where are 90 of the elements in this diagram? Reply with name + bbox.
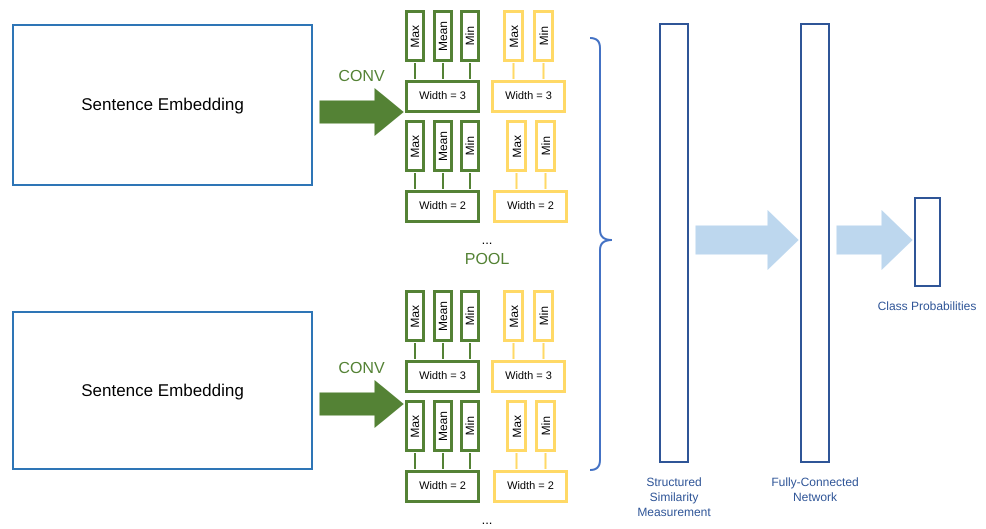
- pooling-label: Max: [510, 134, 522, 158]
- pooling-box: [506, 120, 527, 172]
- connector-line: [469, 343, 471, 359]
- pooling-label: Min: [464, 136, 476, 156]
- connector-line: [414, 173, 416, 189]
- width-box: [405, 80, 480, 113]
- pooling-box: [433, 10, 453, 62]
- pooling-box: [460, 400, 480, 452]
- box-label: Sentence Embedding: [81, 94, 244, 116]
- width-box: [493, 470, 568, 503]
- connector-line: [469, 63, 471, 79]
- pooling-label: Max: [409, 414, 421, 438]
- width-label: Width = 2: [507, 479, 554, 494]
- width-box: [405, 470, 480, 503]
- width-label: Width = 2: [419, 199, 466, 214]
- pooling-box: [503, 10, 524, 62]
- connector-line: [469, 453, 471, 469]
- connector-line: [512, 343, 514, 359]
- width-label: Width = 3: [505, 369, 552, 384]
- width-label: Width = 3: [419, 369, 466, 384]
- pooling-box: [433, 400, 453, 452]
- pooling-box: [535, 120, 556, 172]
- ellipsis-text: ...: [480, 231, 494, 249]
- pooling-label: Min: [540, 136, 552, 156]
- pooling-label: Mean: [437, 300, 449, 332]
- pooling-box: [460, 120, 480, 172]
- pooling-box: [433, 290, 453, 342]
- connector-line: [544, 173, 546, 189]
- connector-line: [442, 453, 444, 469]
- pooling-box: [533, 290, 554, 342]
- pooling-box: [503, 290, 524, 342]
- pooling-label: Max: [409, 24, 421, 48]
- pooling-box: [405, 10, 425, 62]
- embedding-box: [12, 24, 313, 186]
- pooling-box: [433, 120, 453, 172]
- connector-line: [469, 173, 471, 189]
- stage-label: POOL: [464, 250, 510, 270]
- pooling-label: Max: [409, 134, 421, 158]
- width-box: [491, 80, 566, 113]
- connector-line: [512, 63, 514, 79]
- width-label: Width = 3: [419, 89, 466, 104]
- connector-line: [414, 63, 416, 79]
- connector-line: [544, 453, 546, 469]
- width-box: [491, 360, 566, 393]
- connector-line: [542, 63, 544, 79]
- connector-line: [516, 173, 518, 189]
- pooling-box: [405, 400, 425, 452]
- box-label: Sentence Embedding: [81, 380, 244, 402]
- pooling-box: [506, 400, 527, 452]
- pooling-box: [460, 290, 480, 342]
- pooling-label: Min: [464, 26, 476, 46]
- pooling-box: [405, 120, 425, 172]
- block-arrow: [836, 210, 913, 270]
- connector-line: [542, 343, 544, 359]
- pooling-label: Max: [510, 414, 522, 438]
- layer-label: Fully-Connected Network: [770, 475, 860, 505]
- pooling-label: Min: [540, 416, 552, 436]
- pooling-label: Min: [464, 306, 476, 326]
- pooling-label: Mean: [437, 130, 449, 162]
- pooling-box: [460, 10, 480, 62]
- pooling-label: Mean: [437, 410, 449, 442]
- pooling-label: Min: [464, 416, 476, 436]
- connector-line: [442, 343, 444, 359]
- pooling-box: [405, 290, 425, 342]
- width-box: [405, 190, 480, 223]
- pooling-label: Max: [508, 304, 520, 328]
- connector-line: [414, 453, 416, 469]
- width-label: Width = 3: [505, 89, 552, 104]
- connector-line: [414, 343, 416, 359]
- pooling-box: [535, 400, 556, 452]
- pooling-box: [533, 10, 554, 62]
- ellipsis-text: ...: [480, 511, 494, 529]
- pooling-label: Max: [508, 24, 520, 48]
- embedding-box: [12, 311, 313, 470]
- width-label: Width = 2: [507, 199, 554, 214]
- pooling-label: Max: [409, 304, 421, 328]
- connector-line: [442, 173, 444, 189]
- block-arrow: [696, 210, 799, 270]
- connector-line: [442, 63, 444, 79]
- width-box: [405, 360, 480, 393]
- width-label: Width = 2: [419, 479, 466, 494]
- pooling-label: Min: [538, 306, 550, 326]
- layer-label: Structured Similarity Measurement: [636, 475, 712, 520]
- pooling-label: Mean: [437, 20, 449, 52]
- block-arrow: [320, 380, 404, 428]
- connector-line: [516, 453, 518, 469]
- width-box: [493, 190, 568, 223]
- pooling-label: Min: [538, 26, 550, 46]
- block-arrow: [320, 88, 404, 136]
- layer-label: Class Probabilities: [878, 299, 976, 314]
